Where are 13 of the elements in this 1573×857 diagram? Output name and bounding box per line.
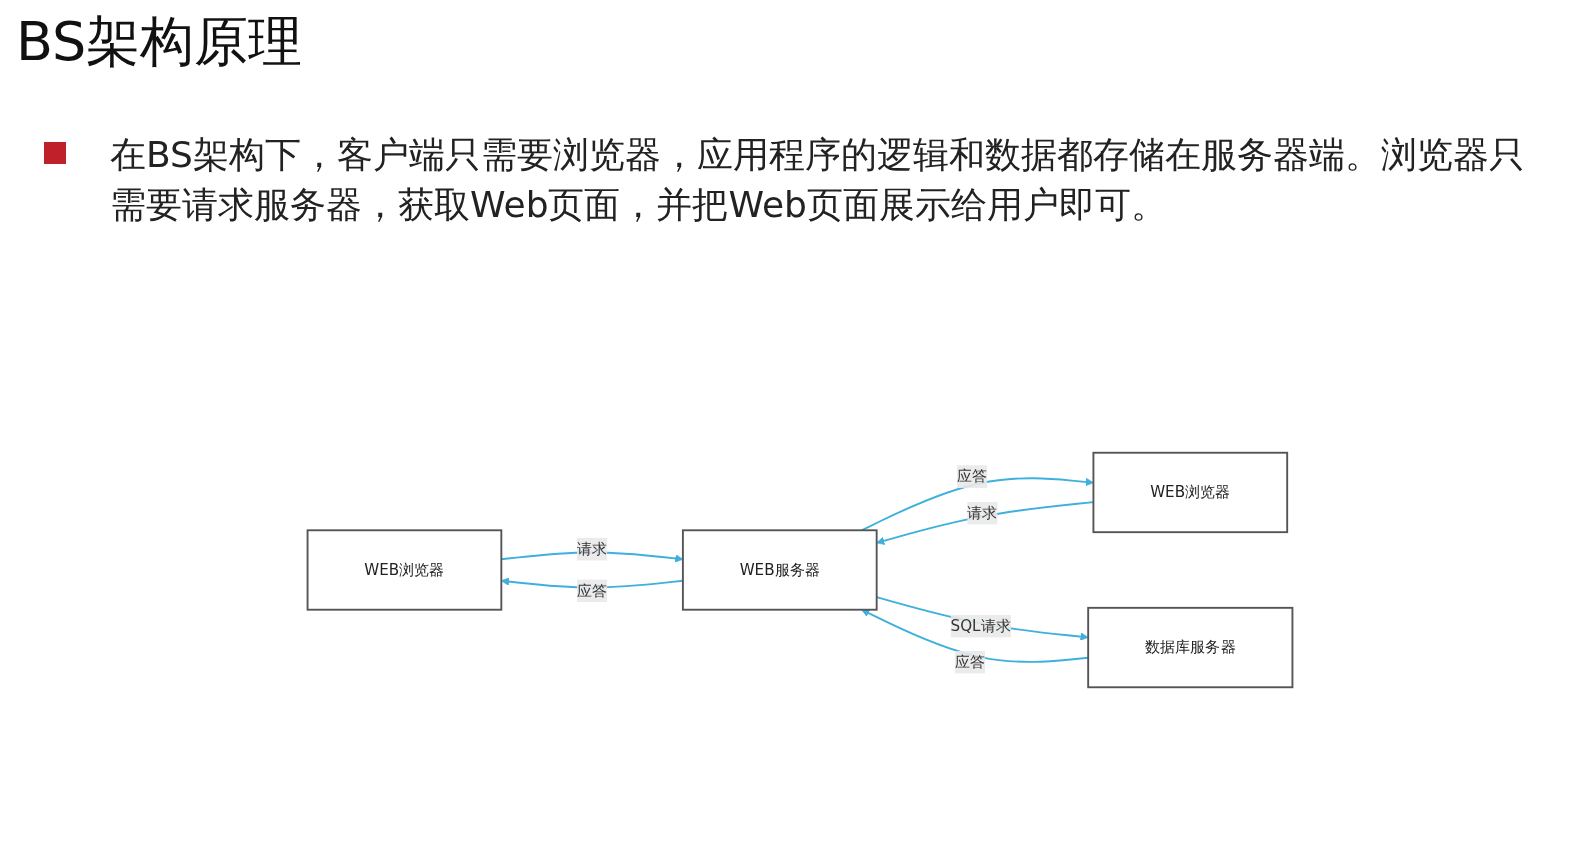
note-text: 在BS架构下，客户端只需要浏览器，应用程序的逻辑和数据都存储在服务器端。浏览器只需要请求服务器，获取Web页面，并把Web页面展示给用户即可。 xyxy=(110,133,1526,227)
edge-label: 请求 xyxy=(576,539,608,558)
edge-label: 请求 xyxy=(967,503,998,522)
node-box: 数据库服务器 xyxy=(1087,606,1294,689)
edge-label: 应答 xyxy=(957,467,988,486)
arrow xyxy=(860,477,1094,532)
edge-label: SQL请求 xyxy=(950,616,1011,635)
node-box: WEB浏览器 xyxy=(1092,451,1289,534)
edge-label: 应答 xyxy=(954,652,985,671)
node-box: WEB服务器 xyxy=(681,529,878,611)
title: BS架构原理 xyxy=(16,9,303,75)
node-box: WEB浏览器 xyxy=(306,529,503,611)
edge-label: 应答 xyxy=(576,581,608,600)
